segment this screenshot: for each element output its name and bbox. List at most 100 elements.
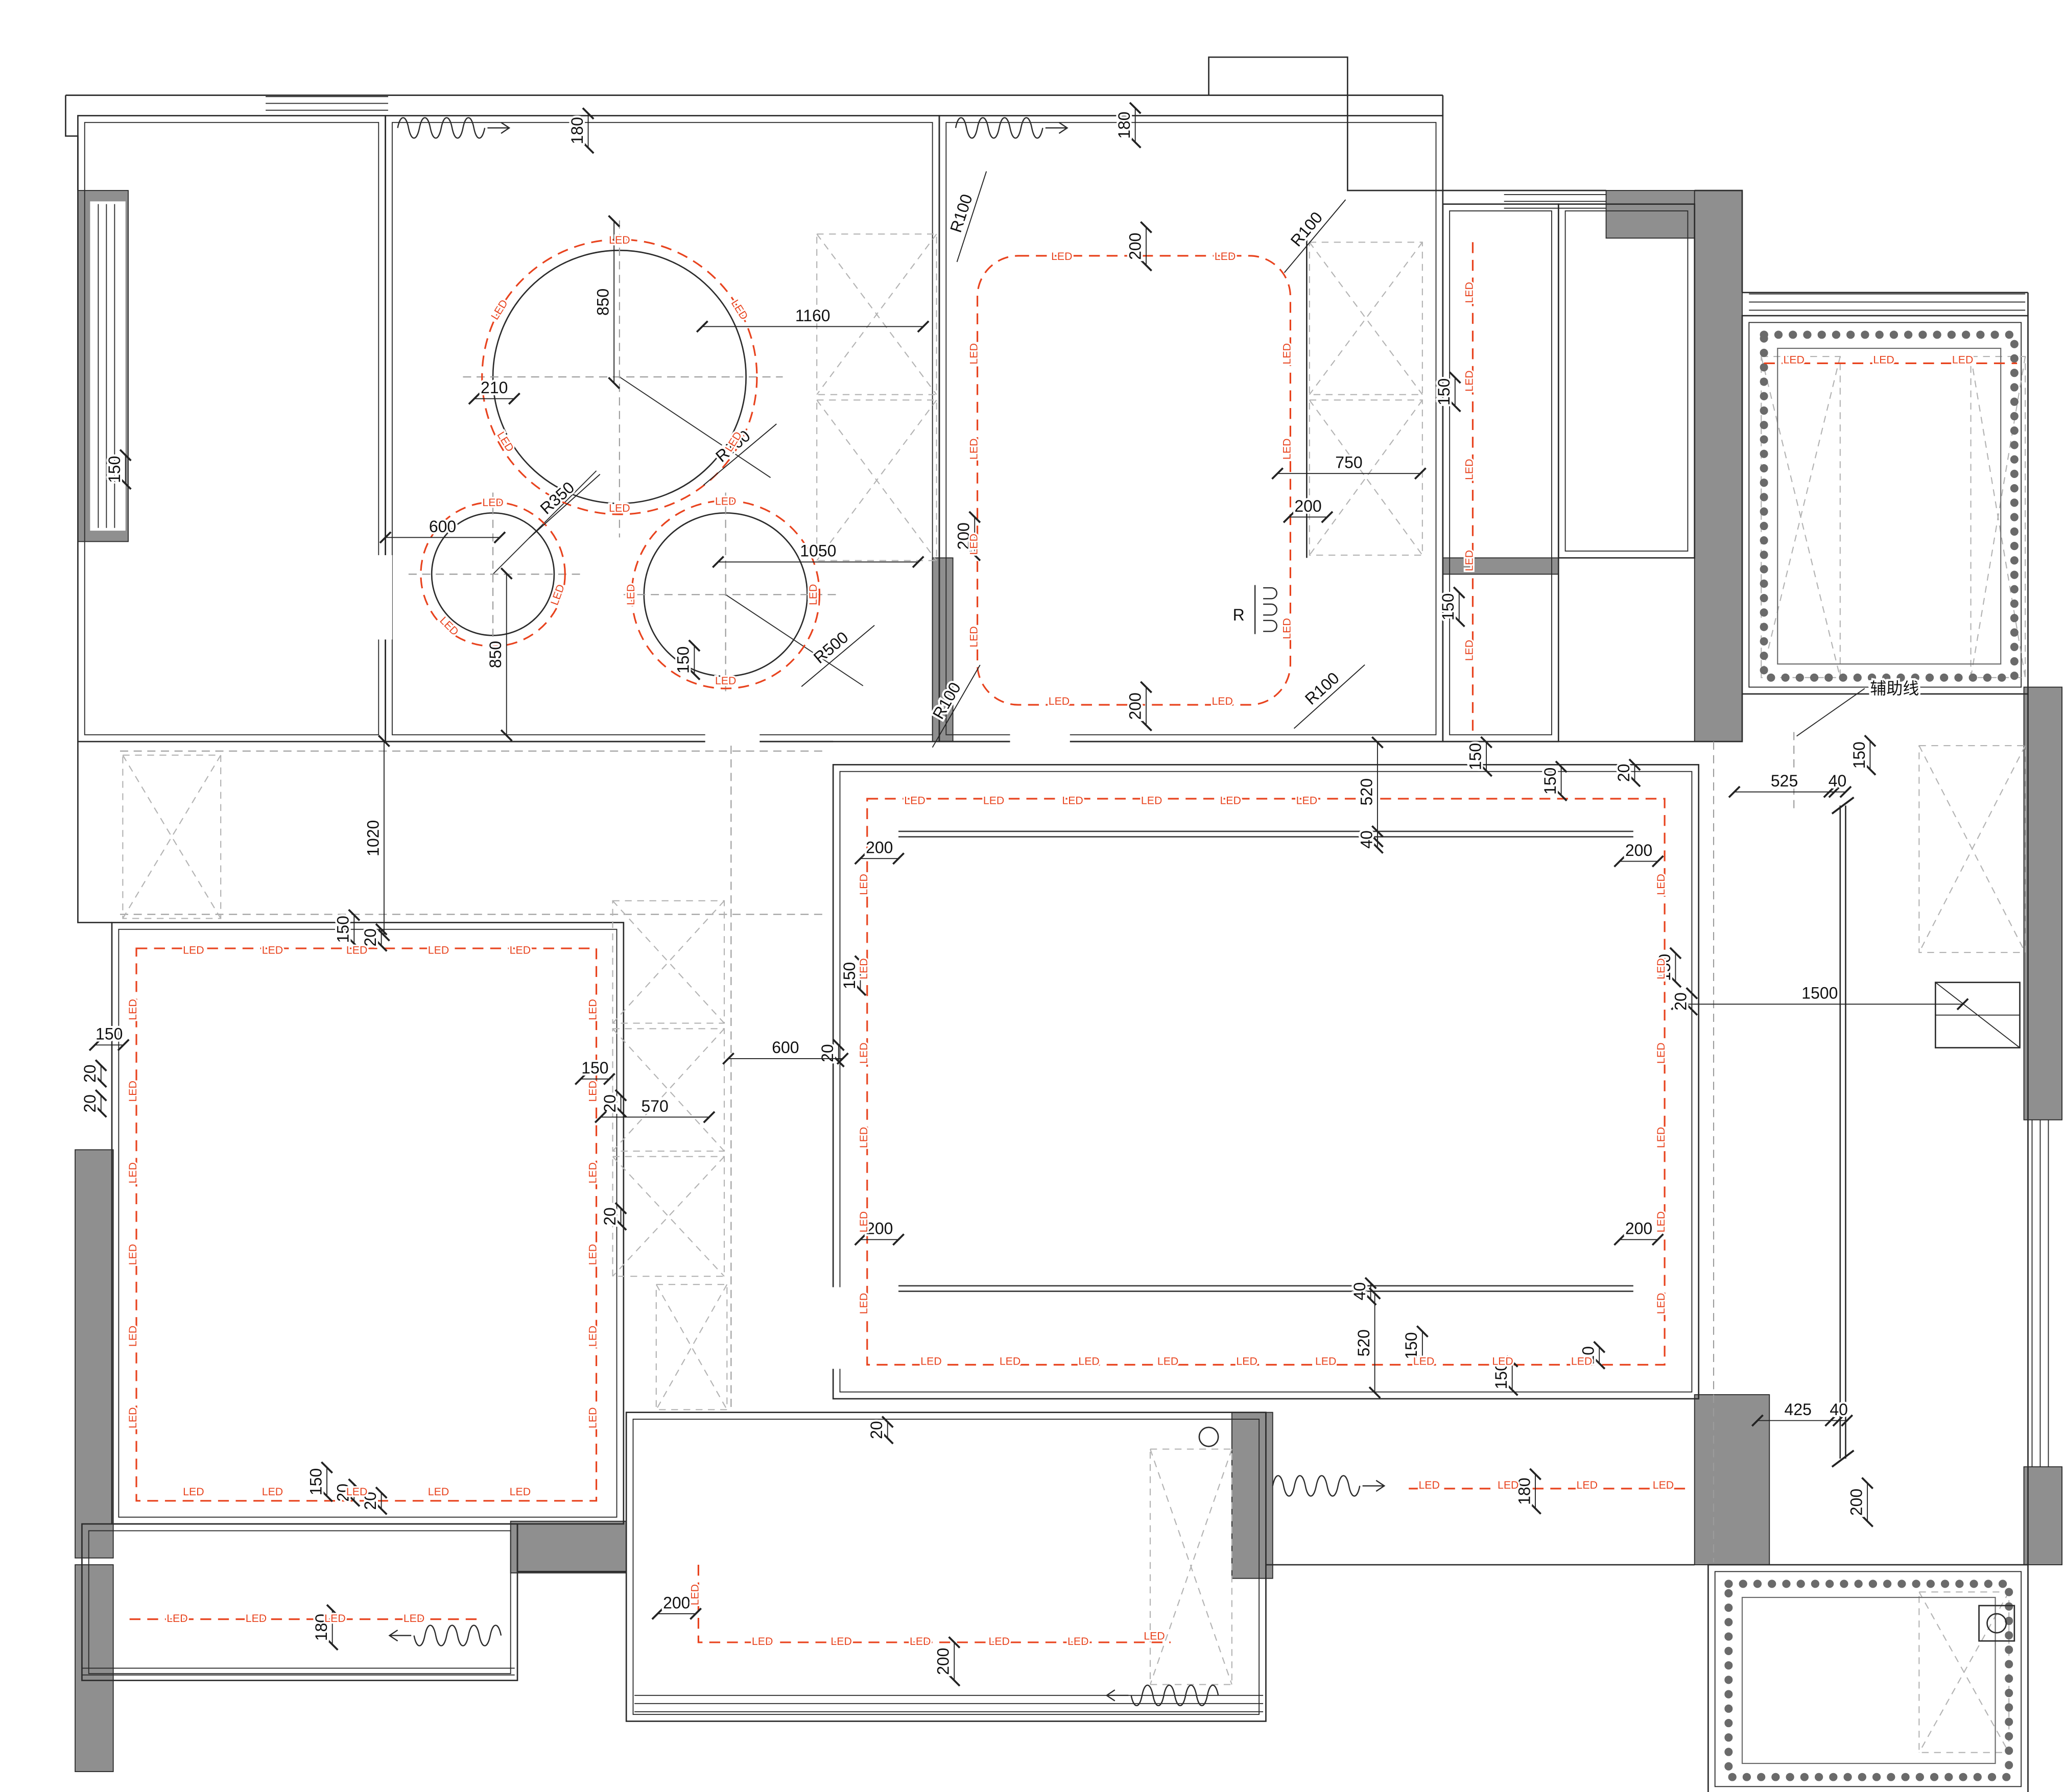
guide-lines-layer [120,220,1795,1562]
svg-text:200: 200 [1294,497,1321,515]
light-fixture-circle [1986,1613,2007,1634]
led-label: LED [807,584,819,605]
window-symbols-layer [82,96,2049,1712]
led-label: LED [1062,795,1083,807]
svg-text:1500: 1500 [1801,984,1838,1002]
svg-text:200: 200 [1625,841,1652,859]
dimension-label: 150 [574,1057,615,1085]
led-label: LED [495,429,516,454]
led-label: LED [1653,1479,1674,1491]
led-label: LED [1078,1355,1099,1367]
svg-text:150: 150 [105,456,124,483]
led-label: LED [346,1486,367,1498]
room-bedroom3-outline [625,1412,1267,1722]
dimension-label: 520 [1355,736,1384,848]
svg-text:425: 425 [1785,1400,1812,1419]
svg-text:200: 200 [1126,692,1144,720]
dimension-label: 200 [1845,1477,1874,1527]
svg-text:520: 520 [1355,1329,1373,1356]
dimension-label: 20 [599,1202,627,1231]
svg-text:150: 150 [1402,1332,1420,1359]
led-label: LED [609,502,630,514]
led-label: LED [1952,353,1973,366]
dimension-label: 20 [359,923,388,952]
svg-text:20: 20 [81,1064,99,1083]
led-label: LED [587,1244,599,1265]
dimension-label: 20 [599,1089,627,1118]
svg-text:520: 520 [1357,778,1375,805]
svg-text:R100: R100 [1301,668,1343,708]
led-label: LED [1418,1479,1439,1491]
led-label: LED [858,1293,870,1314]
svg-text:20: 20 [81,1094,99,1113]
dimension-label: 150 [88,1023,130,1052]
svg-text:150: 150 [306,1468,325,1495]
led-label: LED [625,584,637,605]
svg-text:20: 20 [361,1492,379,1510]
symbols-layer: R 辅助线 [389,117,2021,1707]
dimension-label: 150 [1848,734,1877,776]
led-label: LED [127,999,139,1020]
dimension-label: 20 [79,1059,107,1088]
led-strips-layer [129,238,2017,1643]
led-label: LED [127,1244,139,1265]
svg-text:20: 20 [867,1421,886,1439]
led-label: LED [1655,958,1667,979]
dimension-label: 850 [484,567,513,742]
dimension-label: 20 [1670,987,1698,1016]
ceiling-trough-layer [898,830,1633,1292]
room-master-outline [111,922,625,1525]
radius-label: R500 [801,625,875,687]
svg-text:20: 20 [1615,764,1633,782]
led-label: LED [1212,695,1232,707]
dimension-label: 200 [854,1217,905,1246]
led-label: LED [715,495,736,507]
dimension-label: 40 [1355,825,1384,854]
led-label: LED [1157,1355,1178,1367]
dimension-label: 200 [651,1591,702,1620]
room-balcony-top-outline [1741,315,2029,695]
led-label: LED [1220,795,1241,807]
led-label: LED [1577,1479,1598,1491]
led-label: LED [858,1127,870,1148]
dimension-label: 200 [953,511,981,562]
led-label: LED [510,944,531,957]
led-label: LED [587,1407,599,1428]
dimension-label: 180 [310,1604,339,1651]
led-label: LED [1463,640,1475,661]
svg-text:200: 200 [866,839,893,857]
dimension-label: 150 [103,449,132,490]
led-label: LED [1463,282,1475,303]
led-label: LED [1049,695,1070,707]
svg-text:150: 150 [1435,378,1453,405]
room-bedroom2-outline [938,115,1444,743]
led-label: LED [346,944,367,957]
dimension-label: 200 [854,837,905,865]
led-label: LED [715,675,736,687]
svg-text:R100: R100 [946,192,976,235]
led-label: LED [1873,353,1894,366]
svg-text:600: 600 [772,1038,799,1057]
led-label: LED [968,626,980,647]
dimension-label: 150 [1539,760,1568,802]
dimension-label: 600 [379,515,506,544]
led-label: LED [183,944,204,957]
svg-text:850: 850 [486,641,505,668]
led-label: LED [587,1162,599,1183]
dimension-label: 20 [79,1089,107,1118]
led-label: LED [482,496,503,509]
svg-text:40: 40 [1830,1400,1848,1419]
led-label: LED [1655,1293,1667,1314]
led-label: LED [968,534,980,555]
led-label: LED [1280,343,1293,364]
led-label: LED [968,343,980,364]
led-label: LED [1141,795,1162,807]
wall-lines-layer [65,56,2029,1792]
dimension-label: 750 [1271,451,1427,480]
svg-text:180: 180 [1115,111,1133,138]
led-label: LED [1144,1630,1165,1642]
led-label: LED [830,1635,851,1647]
svg-text:150: 150 [96,1025,123,1043]
led-ring-large [481,238,758,515]
svg-text:150: 150 [581,1059,608,1077]
